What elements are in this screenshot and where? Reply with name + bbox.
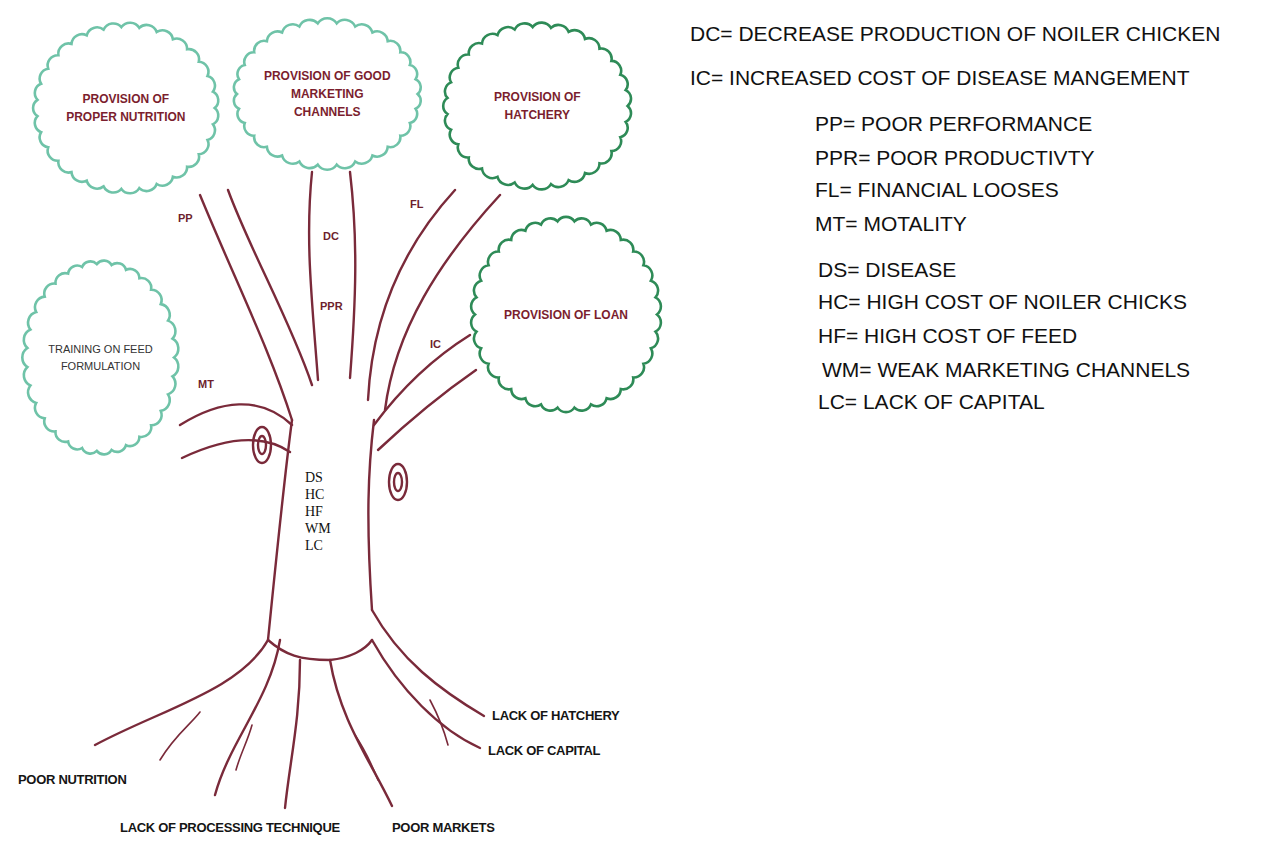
solution-cloud: PROVISION OF LOAN [466, 212, 666, 417]
trunk-label: HF [305, 504, 323, 520]
knot [394, 473, 402, 491]
root-line [285, 660, 300, 808]
root-line [95, 640, 268, 745]
abbreviation-key: LC= LACK OF CAPITAL [818, 390, 1045, 414]
knot [389, 464, 407, 500]
branch-line [350, 172, 355, 378]
branch-label: FL [410, 198, 423, 210]
root-label: LACK OF HATCHERY [490, 708, 621, 723]
branch-label: DC [323, 230, 339, 242]
abbreviation-key: WM= WEAK MARKETING CHANNELS [822, 358, 1190, 382]
root-label: POOR MARKETS [390, 820, 497, 835]
knot [258, 436, 266, 454]
cloud-outline [234, 18, 421, 169]
root-line [372, 610, 484, 716]
cloud-text: PROVISION OF PROPER NUTRITION [57, 90, 194, 126]
root-label: LACK OF PROCESSING TECHNIQUE [118, 820, 342, 835]
trunk-line [368, 420, 374, 610]
abbreviation-key: MT= MOTALITY [815, 212, 967, 236]
abbreviation-key: HF= HIGH COST OF FEED [818, 324, 1077, 348]
trunk-label: WM [305, 521, 331, 537]
root-line [160, 712, 200, 760]
abbreviation-key: IC= INCREASED COST OF DISEASE MANGEMENT [690, 66, 1190, 90]
cloud-outline [18, 255, 183, 460]
branch-line [180, 404, 292, 425]
branch-line [309, 172, 318, 380]
abbreviation-key: PPR= POOR PRODUCTIVTY [815, 146, 1094, 170]
branch-line [378, 370, 476, 450]
root-line [236, 725, 252, 770]
branch-line [228, 190, 312, 385]
branch-label: PPR [320, 300, 343, 312]
cloud-outline [28, 18, 224, 198]
solution-cloud: TRAINING ON FEED FORMULATION [18, 255, 183, 460]
cloud-outline [471, 217, 661, 412]
cloud-text: TRAINING ON FEED FORMULATION [43, 341, 158, 374]
branch-line [182, 440, 290, 458]
cloud-text: PROVISION OF LOAN [496, 306, 636, 324]
cloud-text: PROVISION OF GOOD MARKETING CHANNELS [258, 67, 397, 121]
branch-label: IC [430, 338, 441, 350]
trunk-line [268, 420, 292, 640]
solution-cloud: PROVISION OF GOOD MARKETING CHANNELS [228, 14, 427, 174]
root-label: LACK OF CAPITAL [486, 743, 602, 758]
branch-line [368, 190, 455, 400]
cloud-outline [22, 261, 178, 455]
solution-cloud: PROVISION OF HATCHERY [438, 18, 637, 194]
abbreviation-key: HC= HIGH COST OF NOILER CHICKS [818, 290, 1187, 314]
trunk-label: HC [305, 487, 324, 503]
trunk-label: DS [305, 470, 323, 486]
root-line [372, 640, 480, 748]
knot [253, 427, 271, 463]
root-line [330, 660, 392, 806]
abbreviation-key: DS= DISEASE [818, 258, 956, 282]
solution-cloud: PROVISION OF PROPER NUTRITION [28, 18, 224, 198]
cloud-outline [443, 23, 631, 190]
branch-label: MT [198, 378, 214, 390]
abbreviation-key: PP= POOR PERFORMANCE [815, 112, 1092, 136]
cloud-outline [438, 18, 637, 194]
abbreviation-key: FL= FINANCIAL LOOSES [815, 178, 1059, 202]
cloud-outline [33, 23, 218, 194]
branch-label: PP [178, 212, 193, 224]
root-line [430, 700, 448, 745]
cloud-text: PROVISION OF HATCHERY [468, 88, 607, 124]
root-label: POOR NUTRITION [16, 772, 128, 787]
trunk-label: LC [305, 538, 323, 554]
root-line [355, 735, 378, 780]
root-line [215, 640, 280, 795]
abbreviation-key: DC= DECREASE PRODUCTION OF NOILER CHICKE… [690, 22, 1220, 46]
root-line [268, 640, 372, 660]
